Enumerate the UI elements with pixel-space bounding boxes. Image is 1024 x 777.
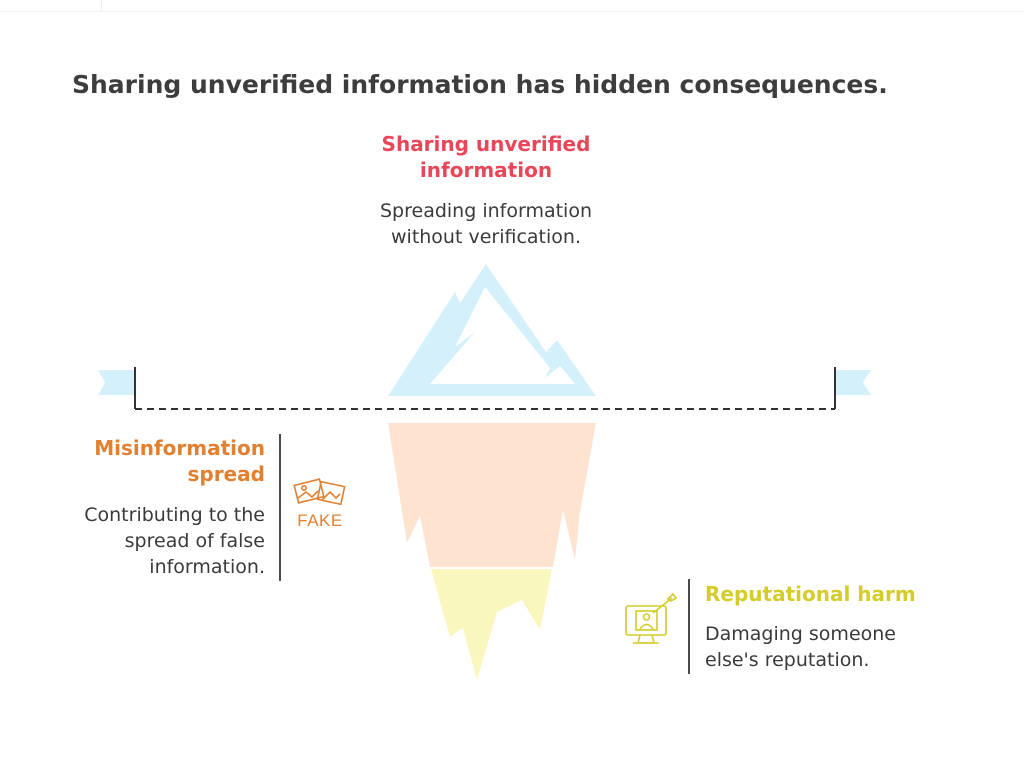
left-divider <box>279 434 281 581</box>
top-description-line-2: without verification. <box>391 226 581 248</box>
left-description-line-1: Contributing to the <box>84 504 265 526</box>
right-divider <box>688 579 690 674</box>
right-description-line-1: Damaging someone <box>705 623 896 645</box>
monitor-profile-icon <box>625 592 678 644</box>
right-flag <box>835 370 871 395</box>
fake-news-icon <box>293 478 346 506</box>
iceberg-middle <box>388 423 596 567</box>
top-heading: Sharing unverified information <box>330 131 642 183</box>
right-description: Damaging someone else's reputation. <box>705 621 1005 673</box>
right-description-line-2: else's reputation. <box>705 649 870 671</box>
left-heading: Misinformation spread <box>40 435 265 487</box>
top-description: Spreading information without verificati… <box>330 198 642 250</box>
left-description: Contributing to the spread of false info… <box>40 502 265 580</box>
fake-icon-label: FAKE <box>297 511 342 530</box>
left-description-line-2: spread of false <box>124 530 265 552</box>
left-flag <box>98 370 135 395</box>
left-heading-line-2: spread <box>187 462 265 486</box>
top-description-line-1: Spreading information <box>380 200 592 222</box>
top-border-line <box>0 11 1024 12</box>
iceberg-tip <box>388 264 596 396</box>
top-heading-line-2: information <box>419 158 553 182</box>
left-heading-line-1: Misinformation <box>94 436 265 460</box>
page-title: Sharing unverified information has hidde… <box>72 70 888 99</box>
top-heading-line-1: Sharing unverified <box>381 132 591 156</box>
right-heading: Reputational harm <box>705 582 916 606</box>
left-description-line-3: information. <box>149 556 265 578</box>
top-border-notch <box>101 0 102 11</box>
iceberg-bottom <box>431 569 552 680</box>
